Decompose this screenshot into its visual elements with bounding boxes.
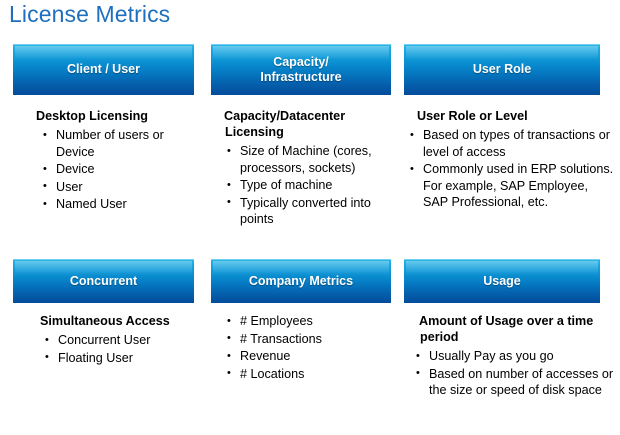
list-item: Revenue [225,348,401,365]
card-body-heading: Simultaneous Access [40,314,170,328]
list-item: Concurrent User [43,332,203,349]
card-bullet-list: Number of users or Device Device User Na… [41,127,203,213]
card-header-label: User Role [472,62,532,76]
card-body-user-role: User Role or Level Based on types of tra… [404,108,616,212]
list-item: Typically converted into points [225,194,401,228]
card-header-usage[interactable]: Usage [404,259,600,303]
list-item: Based on types of transactions or level … [408,127,616,160]
card-header-client-user[interactable]: Client / User [13,44,194,95]
card-header-company-metrics[interactable]: Company Metrics [211,259,391,303]
list-item: Type of machine [225,177,401,194]
card-bullet-list: Based on types of transactions or level … [408,127,616,211]
card-bullet-list: Concurrent User Floating User [43,332,203,366]
list-item: Size of Machine (cores, processors, sock… [225,143,401,176]
card-body-heading: Amount of Usage over a time period [419,314,594,344]
card-body-usage: Amount of Usage over a time period Usual… [404,313,616,400]
list-item: User [41,178,203,196]
list-item: Based on number of accesses or the size … [414,365,616,399]
card-header-label: Concurrent [69,273,138,288]
card-header-label: Usage [483,273,521,288]
card-header-label: Client / User [67,62,140,76]
card-body-client-user: Desktop Licensing Number of users or Dev… [13,108,203,214]
card-bullet-list: Size of Machine (cores, processors, sock… [225,143,401,228]
list-item: # Locations [225,365,401,383]
list-item: Number of users or Device [41,127,203,160]
page-title: License Metrics [9,1,171,27]
card-header-label: Capacity/Infrastructure [256,55,345,85]
card-body-heading: Capacity/Datacenter Licensing [224,109,346,139]
card-bullet-list: # Employees # Transactions Revenue # Loc… [225,313,401,382]
card-body-concurrent: Simultaneous Access Concurrent User Floa… [13,313,203,367]
card-header-concurrent[interactable]: Concurrent [13,259,194,303]
card-body-company-metrics: # Employees # Transactions Revenue # Loc… [211,313,401,383]
card-header-line1: Capacity/ [273,54,329,69]
list-item: Commonly used in ERP solutions. For exam… [408,161,616,211]
list-item: Device [41,161,203,178]
card-body-capacity-infrastructure: Capacity/Datacenter Licensing Size of Ma… [211,108,401,229]
card-header-user-role[interactable]: User Role [404,44,600,95]
list-item: # Transactions [225,330,401,348]
card-header-label: Company Metrics [248,273,354,288]
card-header-capacity-infrastructure[interactable]: Capacity/Infrastructure [211,44,391,95]
list-item: Usually Pay as you go [414,348,616,365]
card-bullet-list: Usually Pay as you go Based on number of… [414,348,616,399]
list-item: Named User [41,196,203,213]
card-body-heading: User Role or Level [417,109,528,123]
card-body-heading: Desktop Licensing [36,109,148,123]
list-item: Floating User [43,349,203,367]
card-header-line2: Infrastructure [260,69,342,84]
list-item: # Employees [225,313,401,330]
